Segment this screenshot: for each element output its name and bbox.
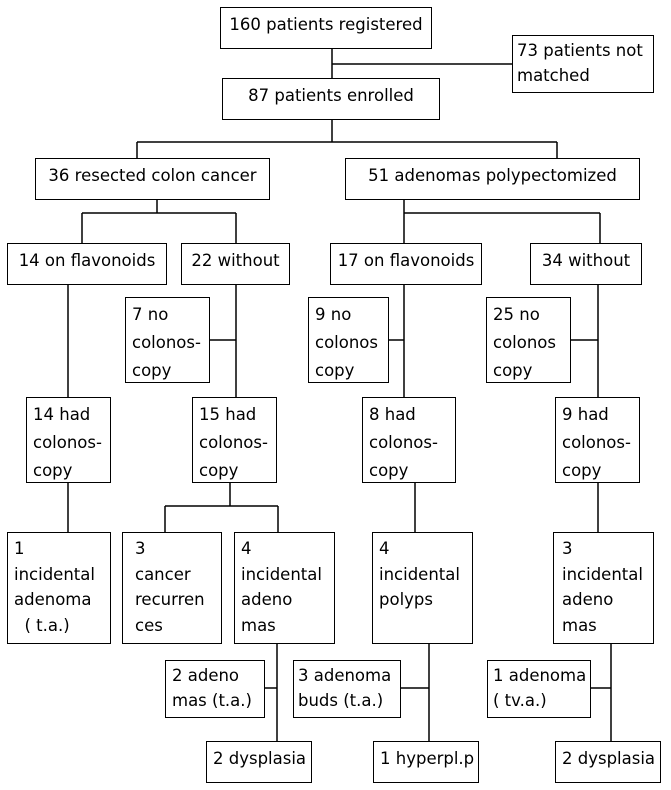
node-text: copy [315,361,355,380]
node-cc-adenomas-ta: 2 adeno mas (t.a.) [165,660,265,718]
node-text: copy [369,461,409,480]
node-cc-without-had-colonoscopy: 15 had colonos- copy [192,397,277,483]
node-text: incidental [379,564,460,584]
node-cc-without: 22 without [181,243,290,285]
node-text: 9 no [315,305,352,324]
node-text: 1 hyperpl.p [380,749,475,768]
node-text: colonos- [33,433,102,452]
node-ad-flav-incidental-polyps: 4 incidental polyps [372,532,473,644]
node-text: 4 [241,539,252,558]
node-text: 87 patients enrolled [248,86,414,105]
node-text: copy [562,461,602,480]
node-text: copy [132,361,172,380]
node-text: 2 adeno [172,666,240,685]
node-text: colonos [493,333,556,352]
node-ad-flav-no-colonoscopy: 9 no colonos copy [308,297,389,383]
node-text: 17 on flavonoids [337,251,475,270]
node-registered: 160 patients registered [220,7,432,49]
node-ad-without-had-colonoscopy: 9 had colonos- copy [555,397,640,483]
node-text: 34 without [541,251,631,270]
node-text: adeno [562,590,614,609]
node-text: copy [199,461,239,480]
node-text: mas [241,615,276,635]
node-text: 3 adenoma [298,666,392,685]
node-text: copy [493,361,533,380]
node-text: copy [33,461,73,480]
node-text: mas [562,615,597,635]
node-text: mas (t.a.) [172,691,252,710]
node-text: incidental [562,564,643,584]
node-text: 8 had [369,405,416,424]
node-text: incidental [241,564,322,584]
node-text: 2 dysplasia [213,749,307,768]
node-text: 14 had [33,405,91,424]
node-ad-dysplasia: 2 dysplasia [555,741,661,783]
node-text: 2 dysplasia [562,749,656,768]
node-cc-incidental-adenomas: 4 incidental adeno mas [234,532,335,644]
node-ad-without: 34 without [530,243,642,285]
node-colon-cancer: 36 resected colon cancer [35,158,270,200]
node-text: matched [517,66,590,85]
node-text: ( tv.a.) [493,691,547,710]
node-text: 9 had [562,405,609,424]
node-text: 25 no [493,305,540,324]
node-cc-flav-had-colonoscopy: 14 had colonos- copy [26,397,111,483]
node-text: 36 resected colon cancer [48,166,257,185]
node-text: 14 on flavonoids [18,251,156,270]
node-ad-without-incidental-adenomas: 3 incidental adeno mas [553,532,654,644]
node-ad-on-flavonoids: 17 on flavonoids [330,243,482,285]
node-text: adenoma [14,590,92,609]
node-not-matched: 73 patients not matched [512,35,654,93]
node-cc-cancer-recurrences: 3 cancer recurren ces [122,532,222,644]
node-text: adeno [241,590,293,609]
node-text: colonos- [562,433,631,452]
node-cc-no-colonoscopy: 7 no colonos- copy [125,297,210,383]
node-text: 1 adenoma [493,666,587,685]
node-text: 51 adenomas polypectomized [368,166,617,185]
node-text: colonos [315,333,378,352]
node-text: colonos- [369,433,438,452]
node-text: 4 [379,539,390,558]
node-text: colonos- [199,433,268,452]
node-text: 1 [14,539,25,558]
node-text: ( t.a.) [14,615,70,635]
node-ad-without-no-colonoscopy: 25 no colonos copy [486,297,571,383]
node-text: incidental [14,564,95,584]
node-cc-on-flavonoids: 14 on flavonoids [7,243,167,285]
node-text: recurren [135,590,205,609]
node-ad-flav-had-colonoscopy: 8 had colonos- copy [362,397,456,483]
node-text: cancer [135,564,191,584]
node-text: ces [135,615,163,635]
node-text: buds (t.a.) [298,691,384,710]
node-adenomas-polypectomized: 51 adenomas polypectomized [345,158,640,200]
node-ad-adenoma-tva: 1 adenoma ( tv.a.) [487,660,591,718]
node-text: 3 [562,539,573,558]
node-text: 15 had [199,405,257,424]
node-text: 3 [135,539,146,558]
node-ad-adenoma-buds: 3 adenoma buds (t.a.) [293,660,401,718]
node-cc-flav-incidental-adenoma: 1 incidental adenoma ( t.a.) [7,532,111,644]
node-text: 73 patients not [517,41,643,60]
node-text: colonos- [132,333,201,352]
node-text: 22 without [191,251,280,270]
node-text: 7 no [132,305,169,324]
node-enrolled: 87 patients enrolled [222,78,440,120]
node-text: 160 patients registered [229,15,423,34]
node-text: polyps [379,590,433,609]
node-cc-dysplasia: 2 dysplasia [206,741,312,783]
node-ad-hyperplastic-polyp: 1 hyperpl.p [373,741,479,783]
